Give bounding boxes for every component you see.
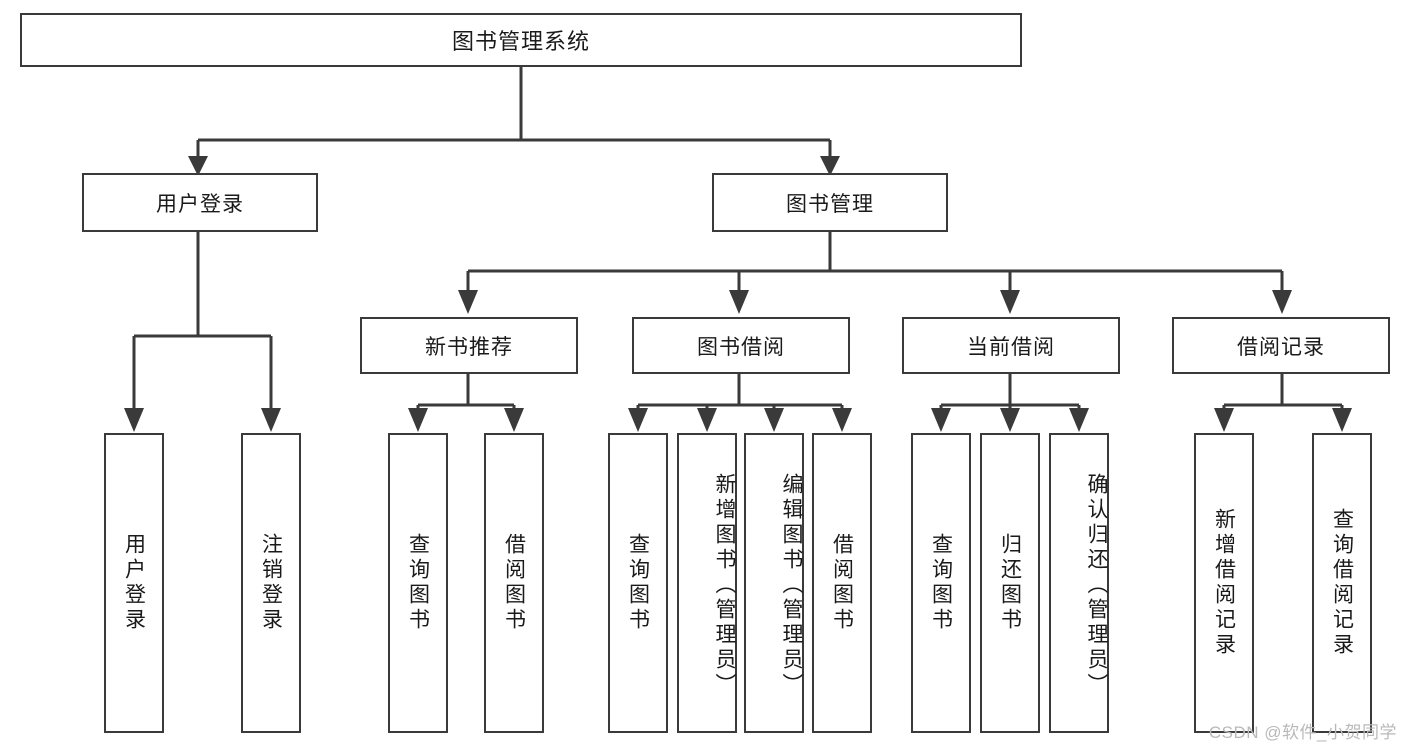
node-label: 注销登录 (259, 533, 283, 633)
node-label: 查询借阅记录 (1330, 508, 1354, 658)
node-book-borrow[interactable]: 图书借阅 (632, 317, 850, 374)
node-label: 借阅图书 (830, 533, 854, 633)
node-borrow-record[interactable]: 借阅记录 (1172, 317, 1390, 374)
leaf-query-book-current[interactable]: 查询图书 (911, 433, 971, 733)
node-label: 借阅记录 (1237, 335, 1325, 359)
node-label: 新增图书（管理员） (713, 472, 736, 698)
node-label: 用户登录 (156, 192, 244, 216)
leaf-query-borrow-record[interactable]: 查询借阅记录 (1312, 433, 1372, 733)
node-label: 图书管理 (786, 192, 874, 216)
node-label: 查询图书 (406, 533, 430, 633)
watermark: CSDN @软件_小贺同学 (1208, 723, 1397, 742)
node-user-login[interactable]: 用户登录 (82, 173, 318, 232)
node-root-book-management-system[interactable]: 图书管理系统 (20, 13, 1022, 67)
node-current-borrow[interactable]: 当前借阅 (902, 317, 1120, 374)
leaf-edit-book-admin[interactable]: 编辑图书（管理员） (744, 433, 804, 733)
node-label: 查询图书 (626, 533, 650, 633)
leaf-user-login[interactable]: 用户登录 (104, 433, 164, 733)
node-label: 新增借阅记录 (1212, 508, 1236, 658)
node-label: 用户登录 (122, 533, 146, 633)
node-book-manage[interactable]: 图书管理 (712, 173, 948, 232)
node-label: 借阅图书 (502, 533, 526, 633)
leaf-user-logout[interactable]: 注销登录 (241, 433, 301, 733)
node-label: 编辑图书（管理员） (780, 472, 803, 698)
node-label: 当前借阅 (967, 335, 1055, 359)
node-label: 确认归还（管理员） (1085, 472, 1108, 698)
leaf-add-book-admin[interactable]: 新增图书（管理员） (677, 433, 737, 733)
node-label: 新书推荐 (425, 335, 513, 359)
leaf-add-borrow-record[interactable]: 新增借阅记录 (1194, 433, 1254, 733)
leaf-return-book[interactable]: 归还图书 (980, 433, 1040, 733)
node-label: 查询图书 (929, 533, 953, 633)
leaf-query-book-recommend[interactable]: 查询图书 (388, 433, 448, 733)
node-label: 图书借阅 (697, 335, 785, 359)
node-label: 图书管理系统 (451, 29, 590, 54)
node-new-book-recommend[interactable]: 新书推荐 (360, 317, 578, 374)
leaf-borrow-book-recommend[interactable]: 借阅图书 (484, 433, 544, 733)
node-label: 归还图书 (998, 533, 1022, 633)
leaf-query-book-borrow[interactable]: 查询图书 (608, 433, 668, 733)
leaf-borrow-book[interactable]: 借阅图书 (812, 433, 872, 733)
leaf-confirm-return-admin[interactable]: 确认归还（管理员） (1049, 433, 1109, 733)
